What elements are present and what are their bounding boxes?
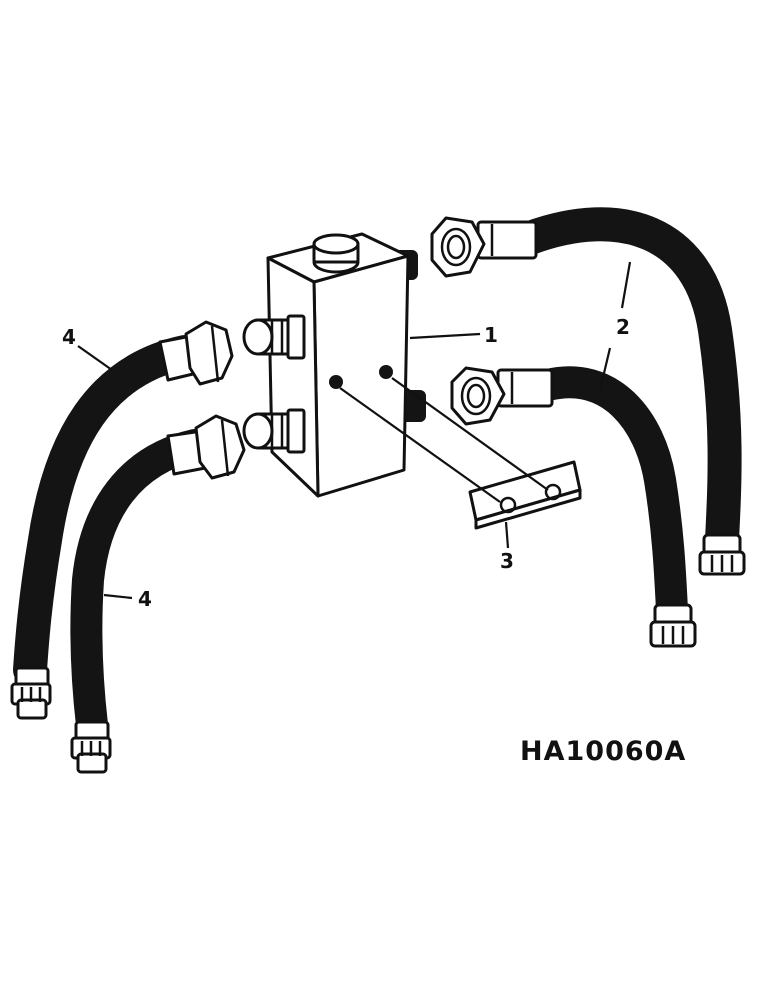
mounting-hole-right	[379, 365, 393, 379]
hose-right-lower-end-fitting	[649, 603, 697, 648]
callout-2: 2	[616, 315, 630, 339]
plate-hole-right	[544, 483, 562, 501]
drawing-code: HA10060A	[520, 736, 686, 767]
leader-4-upper	[77, 345, 113, 371]
side-fitting-upper	[242, 314, 306, 360]
callout-3: 3	[500, 549, 514, 573]
callout-4-lower: 4	[138, 587, 152, 611]
hose-right-upper	[430, 207, 746, 576]
leader-2-upper	[620, 261, 632, 309]
hose-left-upper-end-fitting	[10, 666, 52, 720]
leader-1	[409, 332, 481, 340]
hose-left-lower	[70, 414, 246, 774]
mounting-hole-left	[329, 375, 343, 389]
hose-right-upper-swivel-nut	[430, 216, 538, 278]
callout-1: 1	[484, 323, 498, 347]
leader-plate-left	[339, 387, 501, 503]
hose-left-upper-swivel-nut	[158, 320, 234, 386]
mounting-plate	[468, 460, 582, 530]
leader-2-lower	[598, 347, 612, 391]
leader-3	[504, 521, 510, 549]
top-plug	[312, 233, 360, 274]
hose-right-lower	[450, 366, 697, 648]
side-fitting-lower	[242, 408, 306, 454]
plate-hole-left	[499, 496, 517, 514]
valve-block	[242, 232, 426, 498]
hose-left-upper	[10, 320, 234, 720]
hose-right-lower-swivel-nut	[450, 366, 554, 426]
leader-plate-right	[391, 377, 549, 491]
hose-left-lower-swivel-nut	[166, 414, 246, 480]
leader-4-lower	[103, 593, 133, 600]
hose-right-upper-end-fitting	[698, 533, 746, 576]
callout-4-upper: 4	[62, 325, 76, 349]
hose-left-lower-end-fitting	[70, 720, 112, 774]
